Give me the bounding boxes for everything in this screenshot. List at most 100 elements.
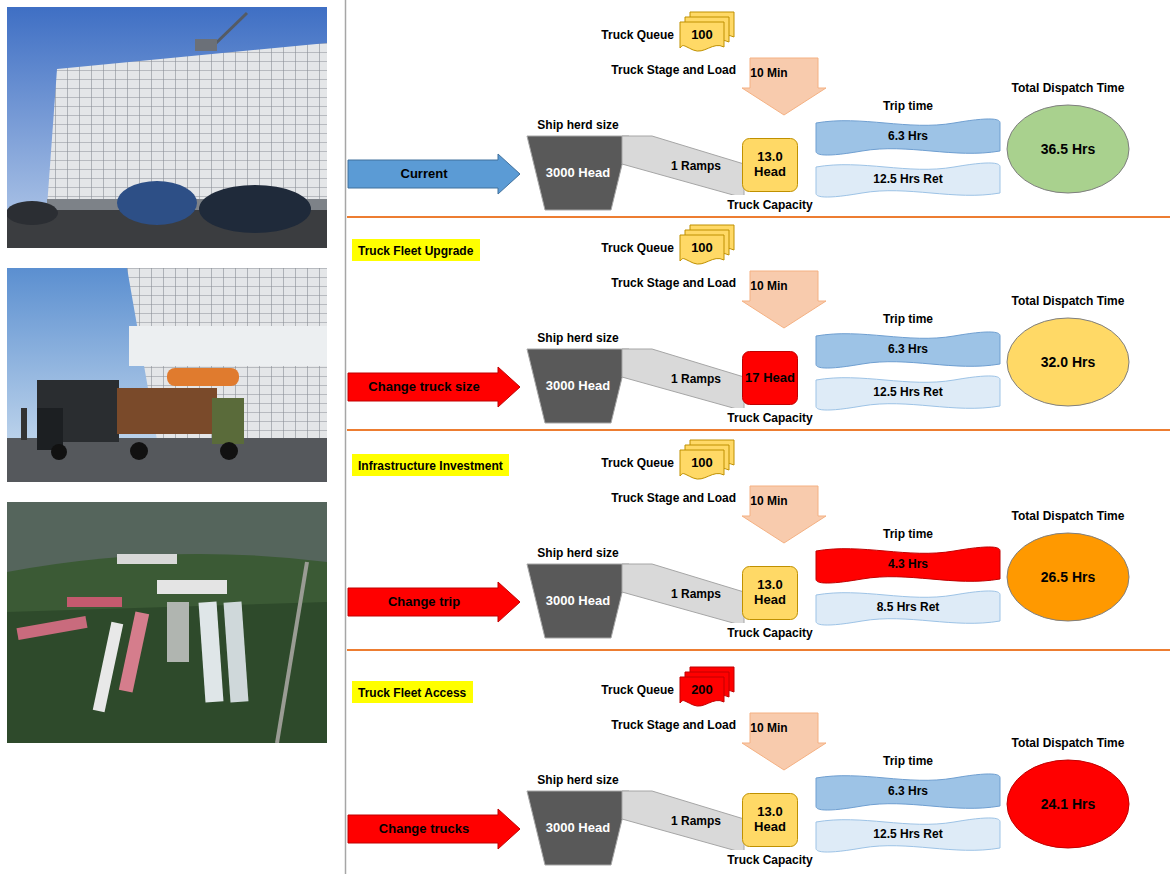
panel-dividers [347,649,1170,651]
shape-text: Infrastructure Investment [358,460,503,474]
truck-queue-stack-outline [680,22,724,51]
ship-herd-trapezoid-outline [527,564,629,638]
stage-load-arrow: Truck Stage and Load10 Min [742,486,826,543]
scenario-arrow-outline [348,367,520,407]
truck-queue-stack: Truck Queue100 [680,12,734,52]
scenario-arrow: Change trip [348,582,520,622]
shape-text: 100 [691,456,713,471]
ship-quay-photo [212,13,247,47]
shape-text: 10 Min [750,280,787,294]
text-slot: 100 [680,450,724,476]
ship-herd-trapezoid-outline [527,136,629,210]
text-slot: Truck Capacity [725,623,814,641]
dispatch-time-ellipse: Total Dispatch Time36.5 Hrs [1006,104,1130,194]
truck-capacity-box: 13.0 HeadTruck Capacity [742,138,798,192]
shape-text: 13.0 Head [745,578,795,608]
text-slot: 13.0 Head [745,796,795,844]
text-slot: 4.3 Hrs [826,552,990,578]
panel-dividers [347,429,1170,431]
shape-text: 13.0 Head [745,150,795,180]
shape-text: 100 [691,28,713,43]
shape-heading: Truck Stage and Load [611,719,736,733]
truck-loading-photo [212,398,244,444]
shape-text: 10 Min [750,722,787,736]
ramp-shape: 1 Ramps [622,791,744,853]
shape-text: 3000 Head [546,379,610,394]
truck-capacity-box: 13.0 HeadTruck Capacity [742,793,798,847]
truck-loading-photo [220,442,238,460]
text-slot: 100 [680,235,724,261]
text-slot: Trip time [883,309,933,327]
ramp-shape: 1 Ramps [622,349,744,411]
text-slot: 32.0 Hrs [1022,337,1114,387]
truck-loading-photo [130,442,148,460]
shape-text: Current [401,167,448,182]
shape-heading: Truck Queue [601,684,674,698]
shape-heading: Truck Queue [601,457,674,471]
text-slot: Total Dispatch Time [1012,291,1125,309]
truck-loading-photo [51,444,67,460]
truck-loading-photo [117,388,217,434]
farm-aerial-photo [16,616,87,640]
shape-heading: Ship herd size [537,547,618,561]
shape-text: Change truck size [368,380,479,395]
shape-text: 32.0 Hrs [1041,354,1095,370]
text-slot: Ship herd size [537,543,618,561]
farm-aerial-photo [157,580,227,594]
stage-load-arrow: Truck Stage and Load10 Min [742,271,826,328]
shape-heading: Truck Capacity [727,627,812,641]
text-slot: Ship herd size [537,770,618,788]
shape-text: 24.1 Hrs [1041,796,1095,812]
shape-text: 6.3 Hrs [888,343,928,357]
shape-heading: Trip time [883,100,933,114]
shape-text: 6.3 Hrs [888,130,928,144]
shape-text: 3000 Head [546,821,610,836]
shape-text: Change trucks [379,822,469,837]
shape-text: Truck Fleet Upgrade [358,245,473,259]
shape-text: 8.5 Hrs Ret [877,601,940,615]
panel-dividers [345,0,347,874]
text-slot: Truck Queue [601,25,674,43]
truck-capacity-box-outline [743,139,798,192]
truck-capacity-box-outline [743,794,798,847]
shape-text: 26.5 Hrs [1041,569,1095,585]
shape-heading: Trip time [883,755,933,769]
shape-text: 13.0 Head [745,805,795,835]
dispatch-time-ellipse-outline [1007,760,1129,848]
text-slot: Trip time [883,96,933,114]
truck-loading-photo [21,408,27,440]
return-time-banner: 8.5 Hrs Ret [816,590,1000,626]
farm-aerial-photo [277,562,307,743]
trip-time-banner-outline [816,119,1000,155]
text-slot: 36.5 Hrs [1022,124,1114,174]
truck-loading-photo [167,368,239,386]
shape-text: 12.5 Hrs Ret [873,828,942,842]
trip-time-banner: Trip time6.3 Hrs [816,118,1000,156]
text-slot: 13.0 Head [745,141,795,189]
ship-quay-photo [7,7,327,248]
shape-heading: Truck Capacity [727,199,812,213]
ship-herd-trapezoid: Ship herd size3000 Head [527,564,629,638]
farm-aerial-photo [7,502,327,743]
stage-load-arrow-outline [742,271,826,328]
shape-text: 1 Ramps [671,373,721,387]
text-slot: 12.5 Hrs Ret [826,168,990,192]
text-slot: 1 Ramps [668,586,724,604]
panel-dividers [346,0,1170,874]
ship-herd-trapezoid: Ship herd size3000 Head [527,349,629,423]
text-slot: 12.5 Hrs Ret [826,823,990,847]
text-slot: 6.3 Hrs [826,124,990,150]
text-slot: Trip time [883,524,933,542]
ramp-shape: 1 Ramps [622,136,744,198]
text-slot: Truck Capacity [725,195,814,213]
text-slot: 12.5 Hrs Ret [826,381,990,405]
text-slot: 10 Min [750,487,788,517]
text-slot: Truck Stage and Load [611,273,736,291]
text-slot: 13.0 Head [745,569,795,617]
ship-quay-photo [195,39,217,51]
return-time-banner-outline [816,818,1000,852]
farm-aerial-photo [224,601,249,702]
shape-text: 100 [691,241,713,256]
dispatch-time-ellipse: Total Dispatch Time24.1 Hrs [1006,759,1130,849]
